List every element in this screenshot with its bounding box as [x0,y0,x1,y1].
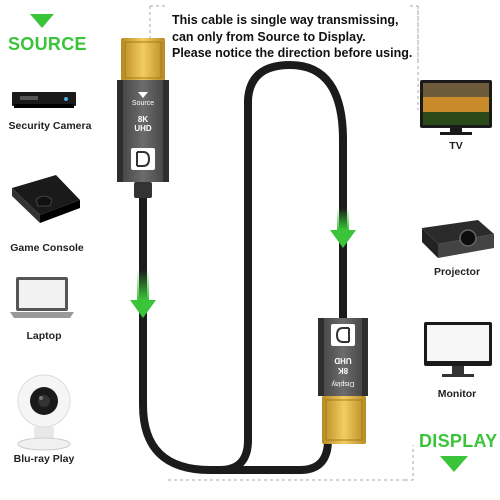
notice-line-3: Please notice the direction before using… [172,46,413,60]
device-label-tv: TV [449,140,463,152]
tv-icon [420,80,492,135]
source-label: SOURCE [8,34,87,54]
display-label: DISPLAY [419,431,498,451]
source-resolution-uhd: UHD [134,124,152,133]
display-resolution-uhd: UHD [334,356,352,365]
game-console-icon [12,175,80,223]
display-connector [318,318,368,444]
laptop-icon [10,277,74,318]
projector-icon [422,220,494,258]
device-label-security-camera: Security Camera [8,120,92,132]
device-label-bluray: Blu-ray Play [13,453,75,465]
notice-line-2: can only from Source to Display. [172,29,366,44]
cable [139,60,347,474]
notice-line-1: This cable is single way transmissing, [172,13,399,27]
display-resolution-8k: 8K [337,366,349,375]
direction-notice: This cable is single way transmissing, c… [172,12,412,62]
device-label-projector: Projector [433,266,481,278]
device-label-monitor: Monitor [437,388,477,400]
flow-arrow-right [330,208,356,248]
camera-icon [17,374,71,451]
device-label-laptop: Laptop [26,330,62,342]
dvr-box-icon [12,92,76,108]
device-label-game-console: Game Console [10,242,84,254]
cable-top-arc [216,436,252,474]
source-down-arrow [30,14,54,28]
display-down-arrow [440,456,468,472]
source-direction-label: Source [131,100,155,107]
dashed-guide [149,5,419,481]
display-direction-label: Display [331,380,355,387]
monitor-icon [424,322,492,377]
flow-arrow-left [130,270,156,318]
source-connector [117,38,169,198]
source-resolution-8k: 8K [137,115,149,124]
